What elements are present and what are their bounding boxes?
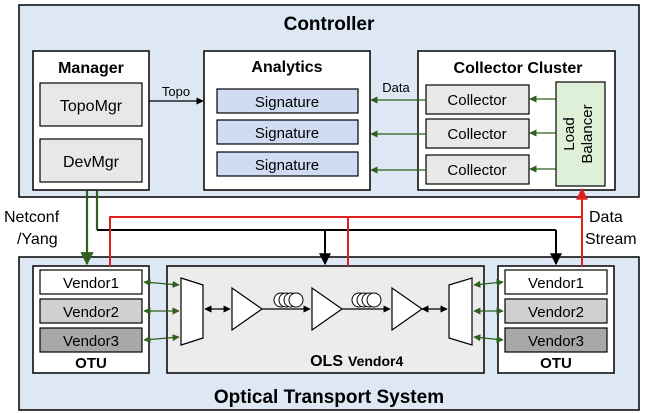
otu-left-label: OTU <box>75 355 107 372</box>
collector-label: Collector <box>447 162 506 179</box>
signature-label: Signature <box>255 125 319 142</box>
signature-box <box>216 88 359 114</box>
controller-title: Controller <box>284 14 375 35</box>
amplifier-icon <box>231 286 264 332</box>
data-stream-label-line2: Stream <box>585 231 637 248</box>
vendor3-box <box>504 327 608 353</box>
topomgr-label: TopoMgr <box>60 98 123 115</box>
collector-box <box>425 118 530 149</box>
otu-left: Vendor1 Vendor2 Vendor3 OTU <box>32 265 150 374</box>
signature-box <box>216 119 359 145</box>
netconf-link <box>80 191 99 266</box>
load-balancer-label-line1: Load <box>561 117 578 150</box>
collector-box <box>425 154 530 185</box>
vendor1-label: Vendor1 <box>528 275 584 292</box>
mux-left <box>180 277 204 346</box>
vendor3-label: Vendor3 <box>528 333 584 350</box>
management-bus <box>97 229 562 266</box>
collector-label: Collector <box>447 92 506 109</box>
topo-label: Topo <box>162 84 190 99</box>
load-balancer-label-line2: Balancer <box>579 104 596 163</box>
ots-title: Optical Transport System <box>214 387 444 408</box>
topomgr-box <box>39 82 143 127</box>
collector-label: Collector <box>447 126 506 143</box>
vendor2-box <box>504 298 608 324</box>
otu-right: Vendor1 Vendor2 Vendor3 OTU <box>497 265 615 374</box>
ols-box: OLS Vendor4 <box>166 265 485 374</box>
signature-label: Signature <box>255 94 319 111</box>
vendor1-box <box>39 269 143 295</box>
manager-title: Manager <box>58 60 124 77</box>
demux-right <box>448 277 473 346</box>
amplifier-icon <box>311 286 344 332</box>
otu-right-label: OTU <box>540 355 572 372</box>
vendor2-box <box>39 298 143 324</box>
ols-vendor-label: Vendor4 <box>348 353 403 369</box>
otu-ols-arrows <box>143 278 504 344</box>
vendor2-label: Vendor2 <box>528 304 584 321</box>
manager-box: Manager TopoMgr DevMgr <box>32 50 150 191</box>
signature-label: Signature <box>255 157 319 174</box>
collector-cluster-box: Collector Cluster Collector Collector Co… <box>417 50 616 191</box>
load-balancer-box <box>555 81 606 187</box>
data-stream-link <box>109 187 588 266</box>
vendor3-label: Vendor3 <box>63 333 119 350</box>
signature-box <box>216 151 359 177</box>
controller-arrows: Topo Data <box>149 80 556 174</box>
devmgr-box <box>39 138 143 183</box>
vendor3-box <box>39 327 143 353</box>
vendor1-label: Vendor1 <box>63 275 119 292</box>
netconf-label-line2: /Yang <box>17 231 58 248</box>
ols-label: OLS <box>310 353 343 370</box>
vendor2-label: Vendor2 <box>63 304 119 321</box>
data-stream-label-line1: Data <box>589 209 623 226</box>
netconf-label-line1: Netconf <box>4 209 60 226</box>
collector-box <box>425 84 530 115</box>
collector-cluster-title: Collector Cluster <box>454 60 583 77</box>
amplifier-icon <box>391 286 424 332</box>
data-label: Data <box>382 80 410 95</box>
devmgr-label: DevMgr <box>63 154 120 171</box>
analytics-title: Analytics <box>251 59 322 76</box>
fiber-spool-icon <box>273 292 304 308</box>
vendor1-box <box>504 269 608 295</box>
analytics-box: Analytics Signature Signature Signature <box>203 50 371 191</box>
fiber-spool-icon <box>351 292 382 308</box>
